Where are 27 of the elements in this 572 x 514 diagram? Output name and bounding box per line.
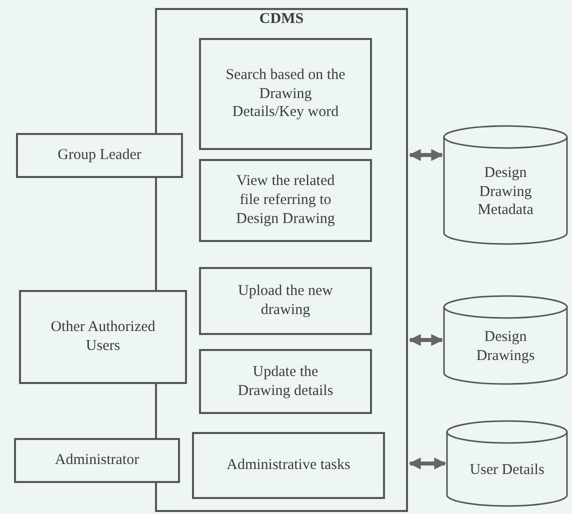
double-arrow <box>408 149 444 161</box>
actor-box <box>16 133 183 178</box>
node-label: Upload the new drawing <box>237 282 334 320</box>
node-label: Update the Drawing details <box>236 362 334 400</box>
system-boundary <box>155 8 408 512</box>
database-cylinder <box>443 295 568 385</box>
system-title: CDMS <box>259 10 304 29</box>
actor-box <box>14 438 180 483</box>
process-box <box>192 432 385 499</box>
double-arrow <box>408 334 444 346</box>
database-cylinder <box>446 420 568 507</box>
database-cylinder <box>443 125 568 245</box>
process-box <box>199 349 372 414</box>
process-box <box>199 267 372 335</box>
node-label: Administrator <box>54 451 140 470</box>
process-box <box>199 159 372 242</box>
actor-box <box>19 290 187 384</box>
node-label: Search based on the Drawing Details/Key word <box>224 66 346 122</box>
node-label: Design Drawings <box>475 328 536 366</box>
node-label: Other Authorized Users <box>50 318 156 356</box>
node-label: Administrative tasks <box>226 456 352 475</box>
node-label: Group Leader <box>56 146 142 165</box>
node-label: Design Drawing Metadata <box>476 164 534 220</box>
double-arrow <box>408 458 446 470</box>
node-label: User Details <box>468 461 546 480</box>
process-box <box>199 38 372 150</box>
node-label: View the related file referring to Design Drawing <box>235 172 336 229</box>
